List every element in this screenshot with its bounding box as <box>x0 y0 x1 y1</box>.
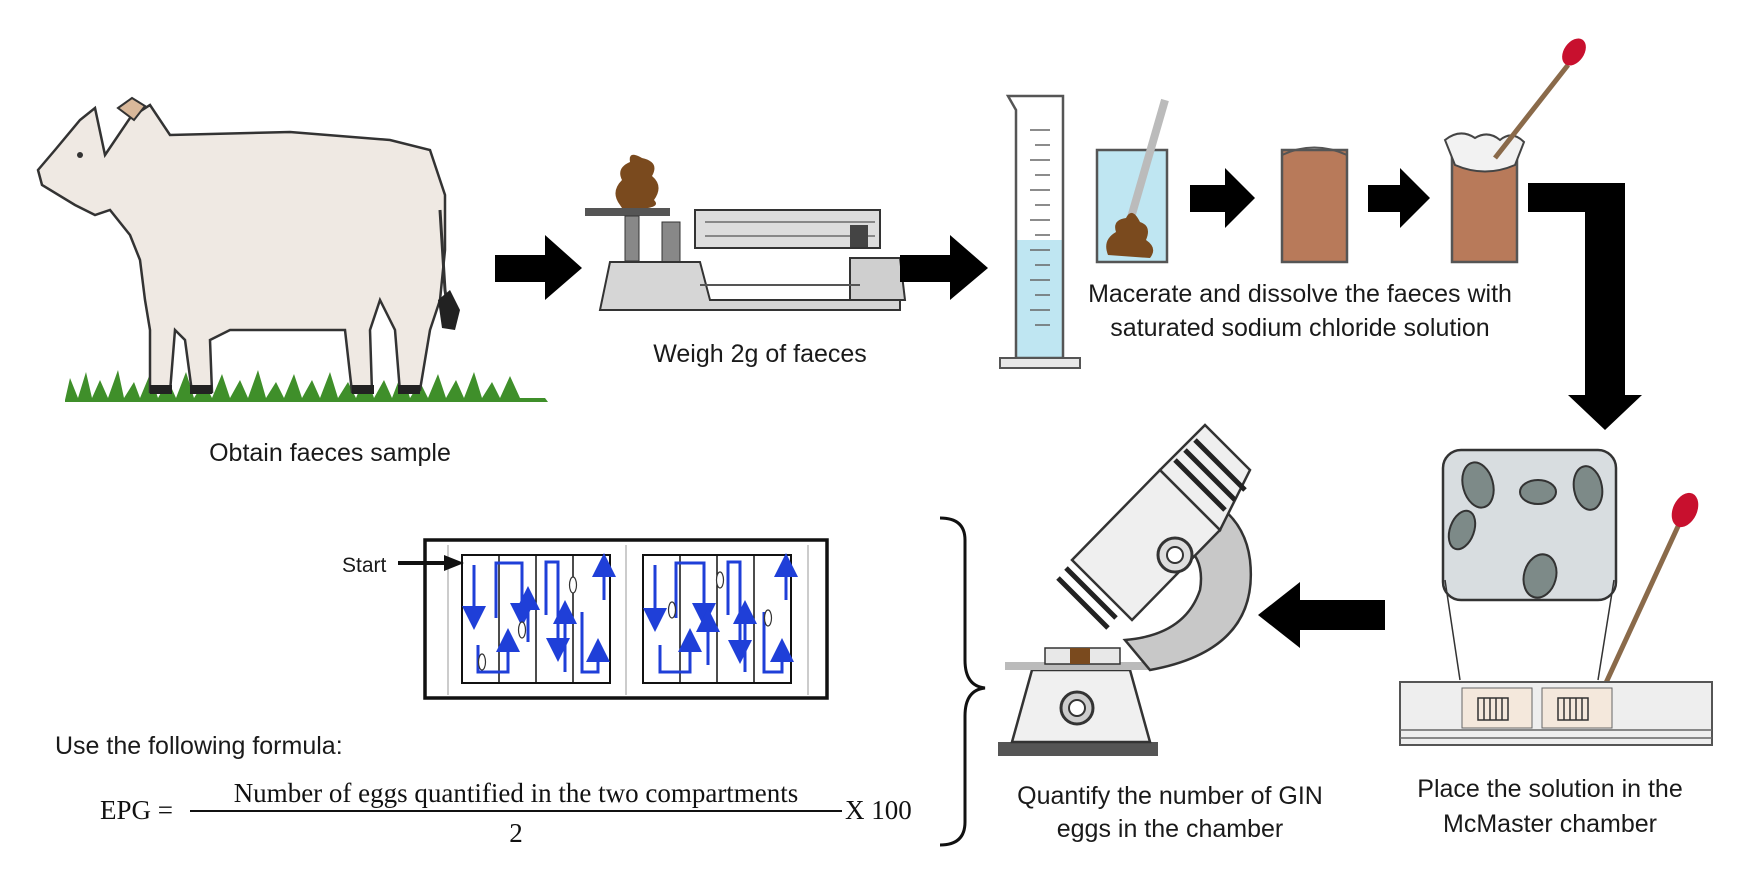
microscope-illustration <box>998 423 1253 756</box>
cow-illustration <box>36 96 548 402</box>
beaker-mixing-illustration <box>1095 98 1169 264</box>
step-quantify-label-2: eggs in the chamber <box>1056 815 1284 843</box>
formula-intro: Use the following formula: <box>55 732 343 760</box>
curly-brace <box>939 516 986 847</box>
mcmaster-slide-illustration <box>1399 492 1713 746</box>
cow-body <box>36 103 447 394</box>
balance-scale-illustration <box>585 154 907 311</box>
step-weigh-label: Weigh 2g of faeces <box>653 340 867 368</box>
arrow-2-icon <box>900 235 988 300</box>
formula-rhs: X 100 <box>845 795 912 825</box>
arrow-1-icon <box>495 235 582 300</box>
formula-lhs: EPG = <box>100 795 173 825</box>
step-macerate-label-1: Macerate and dissolve the faeces with <box>1088 280 1512 308</box>
arrow-4-icon <box>1368 168 1430 228</box>
beaker-suspension-illustration <box>1280 146 1349 264</box>
step-macerate-label-2: saturated sodium chloride solution <box>1110 314 1490 342</box>
grid-start-label: Start <box>342 554 387 577</box>
arrow-3-icon <box>1190 168 1255 228</box>
egg-magnified-view <box>1441 448 1618 681</box>
step-place-label-1: Place the solution in the <box>1417 775 1683 803</box>
beaker-filter-illustration <box>1443 38 1586 264</box>
formula-numerator: Number of eggs quantified in the two com… <box>233 778 799 808</box>
step-place-label-2: McMaster chamber <box>1443 810 1657 838</box>
step-obtain-label: Obtain faeces sample <box>209 439 451 467</box>
step-quantify-label-1: Quantify the number of GIN <box>1017 782 1323 810</box>
graduated-cylinder-illustration <box>999 94 1081 369</box>
arrow-6-icon <box>1258 582 1385 648</box>
grass <box>65 370 548 402</box>
arrow-5-icon <box>1528 183 1642 430</box>
mcmaster-grid-diagram <box>398 538 829 700</box>
formula-denominator: 2 <box>509 818 523 848</box>
